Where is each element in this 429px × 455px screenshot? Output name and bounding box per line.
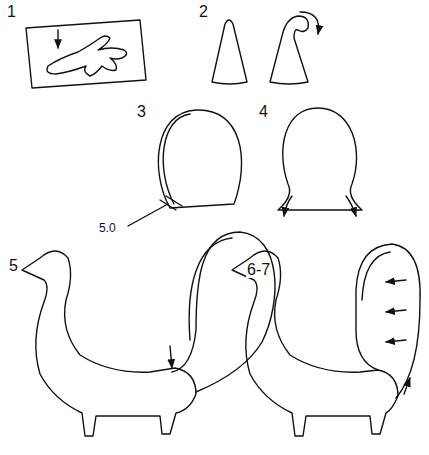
step-number: 1 — [6, 4, 17, 20]
curled-cone — [270, 16, 308, 84]
step-number: 3 — [136, 104, 147, 120]
step-number: 4 — [258, 104, 269, 120]
fold-arrow — [284, 196, 292, 216]
press-arrow — [386, 310, 406, 312]
dimension-label: 5.0 — [98, 222, 117, 234]
bird-body — [22, 251, 196, 436]
up-arrow — [404, 378, 410, 394]
paper-sheet — [26, 20, 146, 88]
tail-inner — [189, 238, 232, 340]
cut-shape — [47, 36, 127, 76]
step-number: 5 — [8, 258, 19, 274]
egg-flared — [278, 108, 362, 210]
down-arrow — [57, 30, 58, 48]
down-arrow — [170, 346, 172, 368]
press-arrow — [386, 340, 406, 342]
cone — [212, 20, 247, 84]
step-number: 6-7 — [246, 262, 271, 278]
tail-inner — [362, 252, 390, 300]
leader-line — [128, 204, 168, 226]
press-arrow — [386, 280, 406, 282]
bird-body — [232, 251, 398, 436]
curl-arrow — [300, 12, 319, 34]
tail-loop — [172, 232, 275, 392]
fold-arrow — [346, 196, 356, 216]
inner-outline — [163, 114, 190, 204]
step-number: 2 — [198, 4, 209, 20]
tail-folded — [356, 244, 420, 398]
egg-shape — [158, 110, 241, 208]
